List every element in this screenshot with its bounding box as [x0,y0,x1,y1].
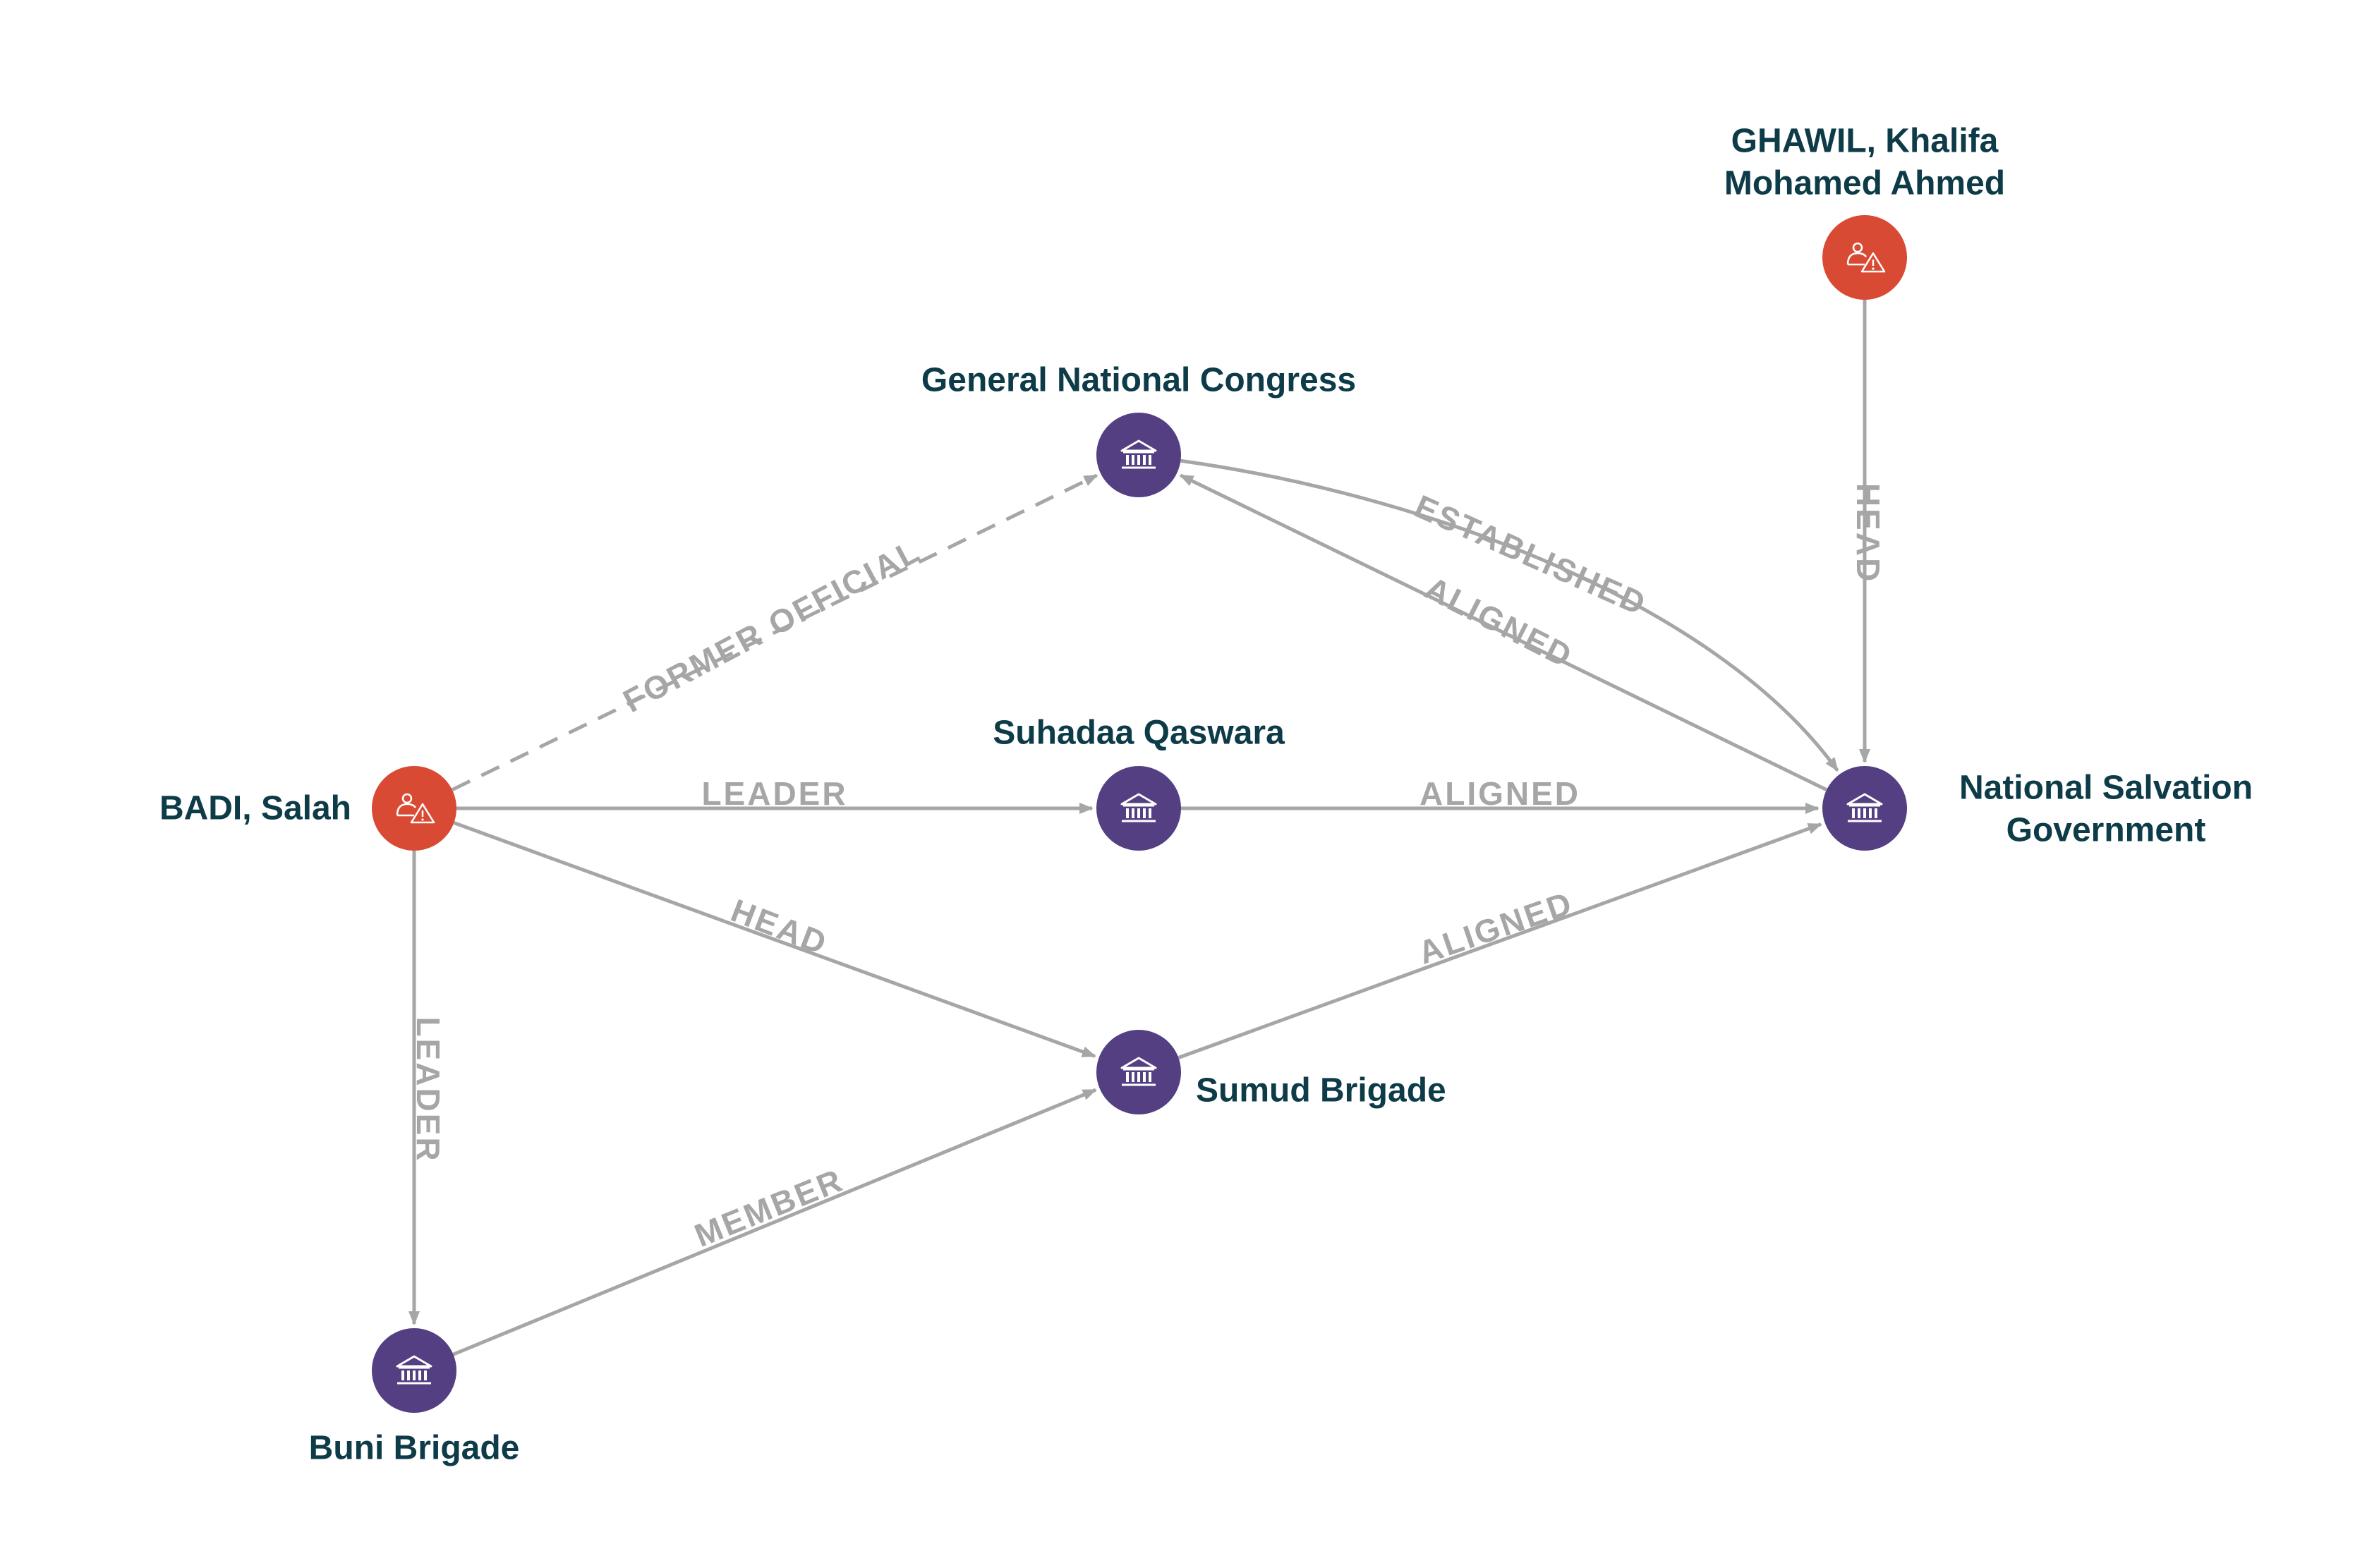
node-sumud[interactable]: Sumud Brigade [1096,1030,1446,1114]
node-label-gnc: General National Congress [921,362,1356,399]
edge-label-badi-suhadaa: LEADER [701,775,847,812]
edge-label-sumud-nsg: ALIGNED [1414,884,1578,971]
person-node-circle[interactable] [1822,215,1907,300]
person-node-circle[interactable] [372,766,456,851]
edge-sumud-nsg [1178,822,1822,1059]
edge-label-ghawil-nsg: HEAD [1850,483,1887,583]
node-label-sumud: Sumud Brigade [1196,1072,1446,1110]
node-label-nsg-line-1: National Salvation [1959,770,2253,807]
node-buni[interactable]: Buni Brigade [309,1328,520,1467]
edge-buni-sumud [452,1088,1097,1356]
edge-label-buni-sumud: MEMBER [689,1161,849,1254]
node-gnc[interactable]: General National Congress [921,362,1356,498]
node-suhadaa[interactable]: Suhadaa Qaswara [993,715,1285,851]
edge-badi-sumud [453,821,1096,1058]
node-label-ghawil-line-2: Mohamed Ahmed [1724,165,2005,202]
node-label-nsg-line-2: Government [2006,812,2206,849]
node-label-suhadaa: Suhadaa Qaswara [993,715,1285,752]
edges-layer [408,300,1870,1356]
node-label-ghawil-line-1: GHAWIL, Khalifa [1731,123,1999,160]
edge-labels-layer: FORMER OFFICIAL LEADER HEAD LEADER MEMBER ALI… [410,483,1887,1254]
edge-label-badi-gnc: FORMER OFFICIAL [617,532,927,719]
edge-badi-gnc [451,473,1098,791]
node-badi[interactable]: BADI, Salah [159,766,456,851]
edge-label-badi-buni: LEADER [410,1016,447,1162]
node-label-badi: BADI, Salah [159,790,351,827]
edge-nsg-gnc [1179,473,1828,791]
edge-label-suhadaa-nsg: ALIGNED [1419,775,1580,812]
node-label-buni: Buni Brigade [309,1430,520,1467]
edge-label-badi-sumud: HEAD [726,892,833,962]
edge-gnc-nsg [1180,458,1839,772]
